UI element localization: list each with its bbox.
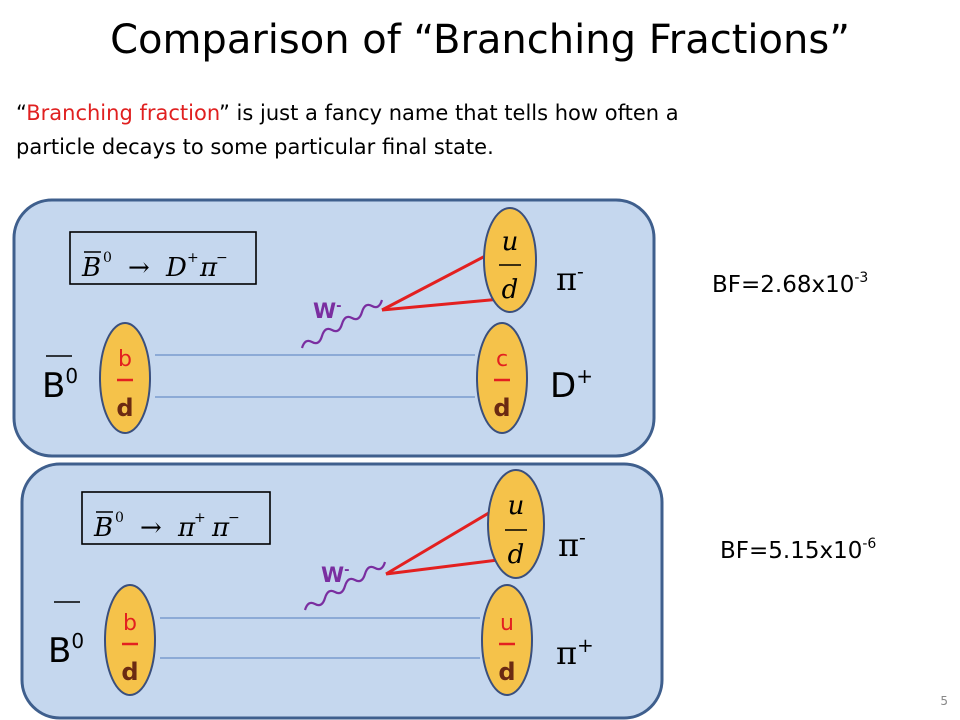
parent-quark-bottom: d [121, 658, 138, 686]
daughter-meson-label: D+ [550, 364, 593, 406]
parent-meson-label: B0 [48, 629, 84, 671]
formula-particle-2-sup: − [216, 250, 228, 266]
formula-particle-1-sup: + [194, 510, 206, 526]
bf-value: BF=2.68x10 [712, 272, 855, 298]
decay-panel-2: B 0 → π + π − W- B0 b d u d π+ u d π- [20, 462, 664, 720]
emitted-quark-pair [483, 207, 537, 313]
emitted-line-2 [385, 556, 515, 576]
formula-box [81, 491, 271, 545]
bf-value: BF=5.15x10 [720, 538, 863, 564]
page-number: 5 [940, 694, 948, 708]
emitted-quark-bottom: d [502, 275, 519, 305]
w-boson-line [300, 299, 384, 349]
formula-arrow: → [128, 253, 150, 283]
branching-fraction-2: BF=5.15x10-6 [720, 530, 876, 565]
daughter-quark-top: u [500, 611, 514, 636]
formula-particle-2-sup: − [228, 510, 240, 526]
formula-b: B [93, 513, 113, 543]
emitted-meson-label: π- [556, 259, 584, 298]
formula-particle-2: π [211, 513, 230, 543]
subtitle-text: “Branching fraction” is just a fancy nam… [16, 96, 896, 164]
daughter-meson-label: π+ [556, 633, 594, 672]
formula-particle-1: D [165, 253, 187, 283]
formula-arrow: → [140, 513, 162, 543]
subtitle-rest-line2: particle decays to some particular final… [16, 135, 494, 159]
daughter-quark-bottom: d [498, 658, 515, 686]
parent-quark-pair [99, 322, 151, 434]
subtitle-open-quote: “ [16, 101, 27, 125]
emitted-line-2 [381, 296, 513, 312]
w-boson-line [303, 561, 387, 611]
parent-quark-top: b [123, 611, 137, 636]
bf-exponent: -3 [854, 270, 869, 286]
emitted-quark-top: u [508, 491, 525, 521]
emitted-meson-label: π- [558, 525, 586, 564]
subtitle-highlight: Branching fraction [26, 101, 219, 125]
branching-fraction-1: BF=2.68x10-3 [712, 264, 868, 299]
formula-b: B [81, 253, 101, 283]
slide-title: Comparison of “Branching Fractions” [110, 17, 850, 63]
emitted-quark-pair [487, 469, 545, 579]
daughter-quark-pair [481, 584, 533, 696]
parent-meson-label: B0 [42, 364, 78, 406]
parent-quark-top: b [118, 347, 132, 372]
subtitle-rest-line1: ” is just a fancy name that tells how of… [218, 101, 679, 125]
daughter-quark-bottom: d [493, 394, 510, 422]
daughter-quark-top: c [496, 347, 508, 372]
formula-b-sup: 0 [115, 510, 124, 526]
formula-box [69, 231, 257, 285]
emitted-quark-bottom: d [508, 540, 525, 570]
bf-exponent: -6 [862, 536, 877, 552]
w-boson-label: W- [313, 299, 342, 323]
emitted-quark-top: u [502, 227, 519, 257]
parent-quark-bottom: d [116, 394, 133, 422]
formula-particle-2: π [199, 253, 218, 283]
w-boson-label: W- [321, 563, 350, 587]
formula-particle-1-sup: + [187, 250, 199, 266]
daughter-quark-pair [476, 322, 528, 434]
parent-quark-pair [104, 584, 156, 696]
formula-particle-1: π [177, 513, 196, 543]
decay-panel-1: B 0 → D + π − W- B0 b d c d D+ u d π- [12, 198, 656, 458]
formula-b-sup: 0 [103, 250, 112, 266]
